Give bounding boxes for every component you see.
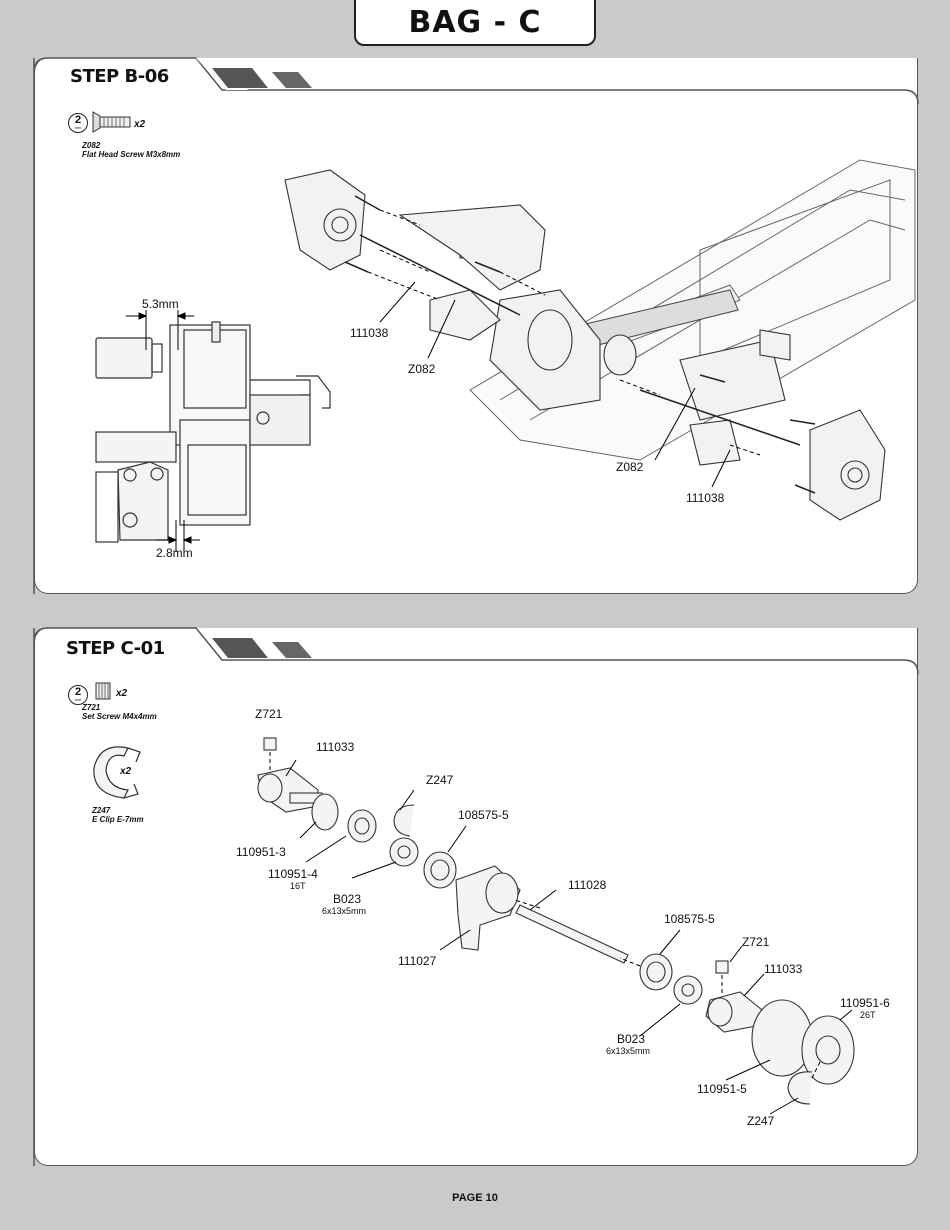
label-111028: 111028 — [568, 878, 606, 892]
label-110951-3: 110951-3 — [236, 845, 286, 859]
label-108575-5-top: 108575-5 — [458, 808, 509, 822]
label-b023-bottom: B023 — [617, 1032, 645, 1046]
label-111033-bottom: 111033 — [764, 962, 802, 976]
label-111027: 111027 — [398, 954, 436, 968]
label-110951-6-teeth: 26T — [860, 1010, 876, 1020]
label-110951-4: 110951-4 — [268, 867, 318, 881]
label-z721-bottom: Z721 — [742, 935, 769, 949]
label-111033-top: 111033 — [316, 740, 354, 754]
label-110951-5: 110951-5 — [697, 1082, 747, 1096]
page-number: PAGE 10 — [0, 1192, 950, 1204]
label-z247-bottom: Z247 — [747, 1114, 774, 1128]
label-z721-top: Z721 — [255, 707, 282, 721]
label-z247-top: Z247 — [426, 773, 453, 787]
label-b023-top-size: 6x13x5mm — [322, 906, 366, 916]
label-b023-top: B023 — [333, 892, 361, 906]
label-110951-6: 110951-6 — [840, 996, 890, 1010]
label-b023-bottom-size: 6x13x5mm — [606, 1046, 650, 1056]
label-108575-5-bottom: 108575-5 — [664, 912, 715, 926]
label-110951-4-teeth: 16T — [290, 881, 306, 891]
